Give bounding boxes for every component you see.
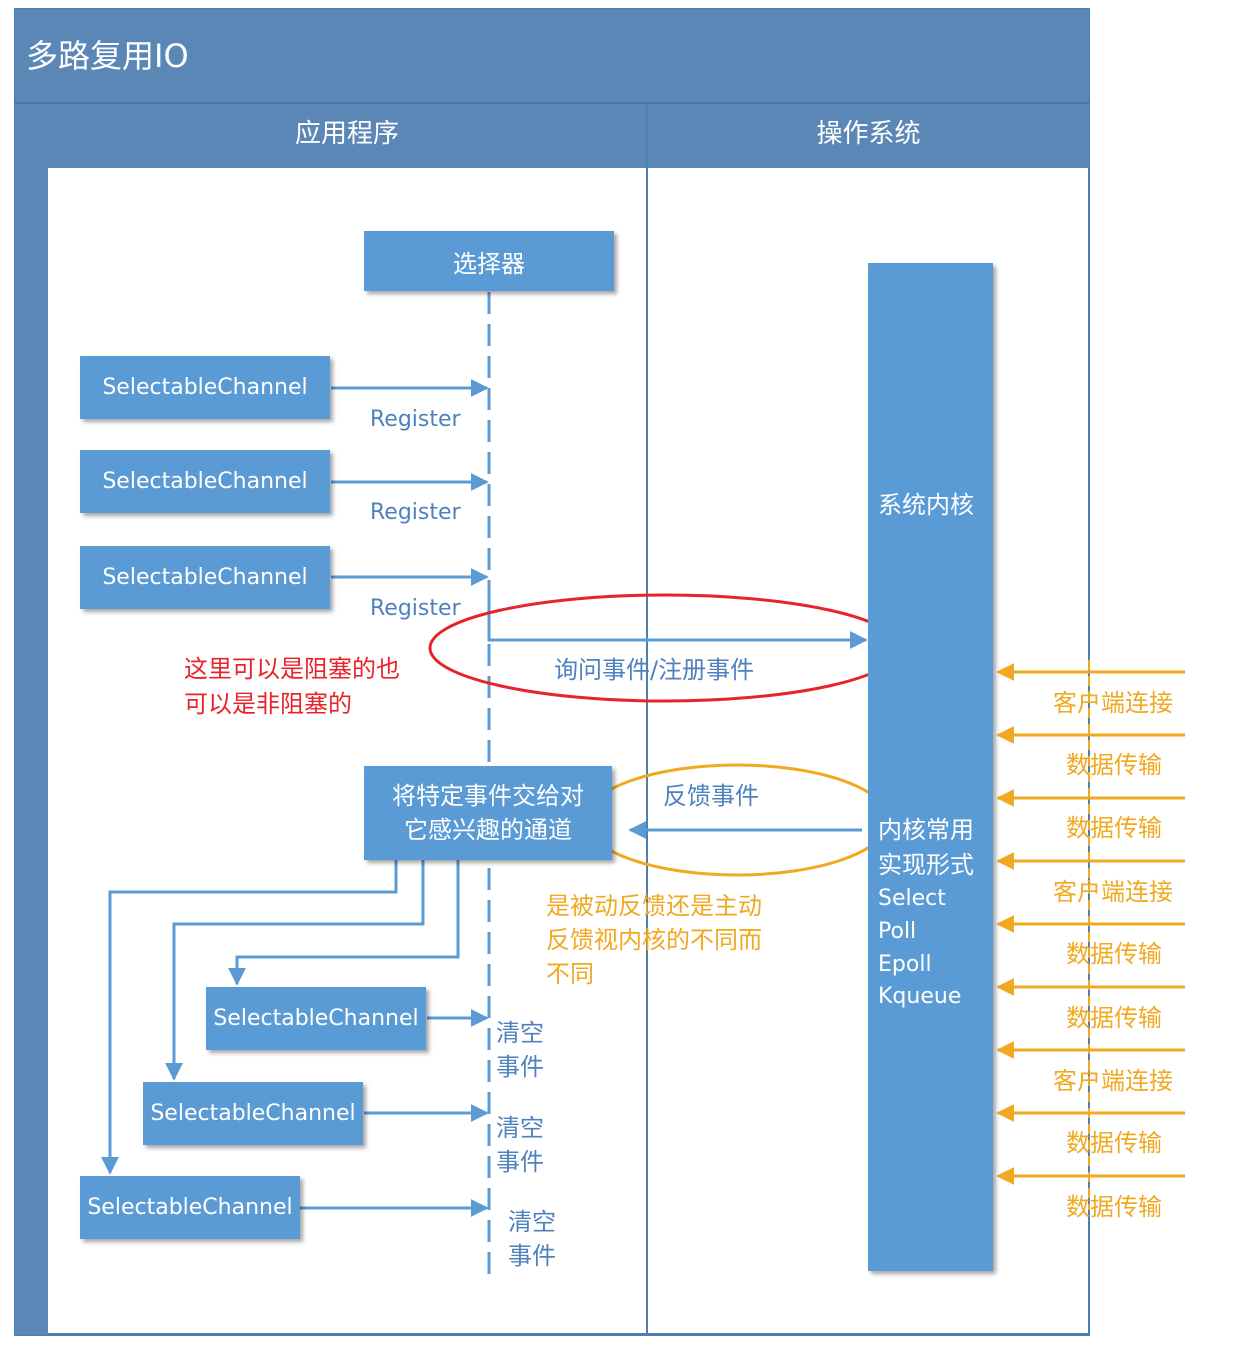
- selectable-channel-box: SelectableChannel: [206, 987, 426, 1050]
- lane-title-application: 应用程序: [294, 119, 399, 149]
- dispatch-arrow: [165, 860, 425, 1081]
- kernel-impl-kqueue: Kqueue: [878, 984, 962, 1009]
- selectable-channel-box: SelectableChannel: [80, 546, 330, 609]
- kernel-impl-poll: Poll: [878, 919, 917, 944]
- incoming-event-label: 客户端连接: [1053, 689, 1173, 717]
- blocking-note: 这里可以是阻塞的也 可以是非阻塞的: [184, 655, 400, 718]
- kernel-box: [868, 263, 993, 1271]
- incoming-event-label: 客户端连接: [1053, 1067, 1173, 1095]
- register-label: Register: [370, 596, 461, 621]
- channel-label: SelectableChannel: [87, 1195, 293, 1220]
- dispatch-arrow: [228, 860, 460, 986]
- incoming-event-label: 数据传输: [1066, 751, 1162, 779]
- clear-event-label: 清空 事件: [496, 1019, 544, 1081]
- channel-label: SelectableChannel: [213, 1006, 419, 1031]
- incoming-event-label: 数据传输: [1066, 1004, 1162, 1032]
- lane-title-os: 操作系统: [816, 119, 921, 149]
- dispatch-arrow: [101, 860, 398, 1175]
- selectable-channel-box: SelectableChannel: [80, 1176, 300, 1239]
- selector-label: 选择器: [453, 249, 525, 278]
- lane-header-os: [648, 104, 1089, 168]
- page-title: 多路复用IO: [26, 37, 189, 75]
- feedback-label: 反馈事件: [663, 782, 759, 810]
- channel-label: SelectableChannel: [102, 469, 308, 494]
- register-label: Register: [370, 500, 461, 525]
- kernel-title: 系统内核: [878, 491, 974, 519]
- register-label: Register: [370, 407, 461, 432]
- channel-label: SelectableChannel: [102, 565, 308, 590]
- clear-event-label: 清空 事件: [496, 1114, 544, 1176]
- selectable-channel-box: SelectableChannel: [143, 1082, 363, 1145]
- channel-label: SelectableChannel: [150, 1101, 356, 1126]
- selectable-channel-box: SelectableChannel: [80, 450, 330, 513]
- kernel-impl-epoll: Epoll: [878, 952, 932, 977]
- pool-title-bar: [15, 9, 1089, 103]
- query-label: 询问事件/注册事件: [554, 656, 755, 684]
- dispatch-box: 将特定事件交给对 它感兴趣的通道: [364, 766, 612, 860]
- selectable-channel-box: SelectableChannel: [80, 356, 330, 419]
- incoming-event-label: 数据传输: [1066, 814, 1162, 842]
- clear-event-label: 清空 事件: [508, 1208, 556, 1270]
- channel-label: SelectableChannel: [102, 375, 308, 400]
- dispatch-label: 将特定事件交给对 它感兴趣的通道: [392, 782, 584, 844]
- incoming-event-label: 客户端连接: [1053, 878, 1173, 906]
- lane-header-application: [48, 104, 646, 168]
- kernel-impl-heading: 内核常用 实现形式: [878, 816, 974, 879]
- incoming-event-label: 数据传输: [1066, 940, 1162, 968]
- kernel-impl-select: Select: [878, 886, 946, 911]
- pool-left-strip: [15, 103, 48, 1335]
- feedback-note: 是被动反馈还是主动 反馈视内核的不同而 不同: [546, 892, 762, 988]
- incoming-event-label: 数据传输: [1066, 1129, 1162, 1157]
- selector-box: 选择器: [364, 231, 614, 291]
- incoming-event-label: 数据传输: [1066, 1193, 1162, 1221]
